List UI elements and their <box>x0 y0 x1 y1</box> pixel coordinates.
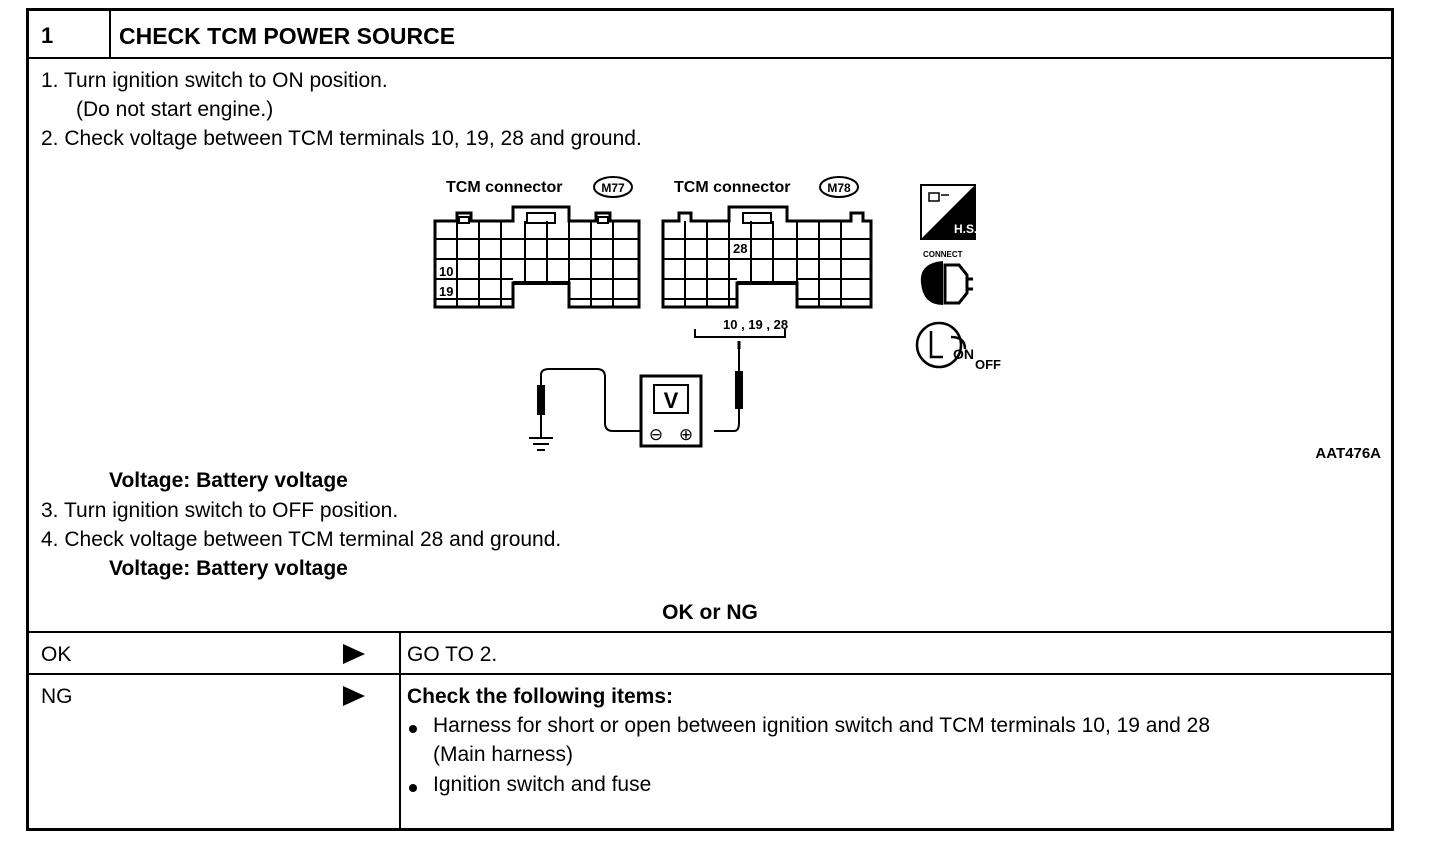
ok-arrow-icon <box>343 644 365 664</box>
voltmeter-minus: ⊖ <box>649 425 663 444</box>
hs-tester-icon: H.S. <box>920 184 977 240</box>
step-number: 1 <box>41 23 54 48</box>
connector-right-id-oval <box>819 176 859 198</box>
voltmeter-label: V <box>664 388 679 413</box>
voltage-spec-1: Voltage: Battery voltage <box>109 469 348 492</box>
connector-right-label: TCM connector <box>674 179 790 196</box>
ng-title: Check the following items: <box>407 685 674 708</box>
ng-bullet-2-icon <box>409 784 417 792</box>
voltmeter-plus: ⊕ <box>679 425 693 444</box>
figure-id: AAT476A <box>1315 445 1381 462</box>
connector-m78 <box>661 205 873 309</box>
ng-row-top-line <box>29 673 1391 675</box>
connector-right-id: M78 <box>827 181 851 195</box>
instruction-step-2: 2. Check voltage between TCM terminals 1… <box>41 127 642 150</box>
ok-or-ng-prompt: OK or NG <box>662 601 758 624</box>
connect-icon <box>920 261 973 305</box>
ng-label: NG <box>41 685 73 708</box>
connector-m77 <box>433 205 641 309</box>
ignition-off-label: OFF <box>975 357 1001 372</box>
svg-text:H.S.: H.S. <box>954 222 977 236</box>
step-title: CHECK TCM POWER SOURCE <box>119 23 456 49</box>
ng-item-1-line-2: (Main harness) <box>433 743 574 766</box>
connect-icon-label: CONNECT <box>923 250 963 259</box>
voltmeter <box>639 374 703 448</box>
probe-right <box>735 371 743 409</box>
pin-10: 10 <box>439 264 453 279</box>
instruction-step-1: 1. Turn ignition switch to ON position. <box>41 69 388 92</box>
ng-arrow-icon <box>343 686 365 706</box>
ng-item-2: Ignition switch and fuse <box>433 773 652 796</box>
terminals-bracket <box>694 329 786 338</box>
pin-19: 19 <box>439 284 453 299</box>
ignition-switch-icon <box>915 321 967 369</box>
ng-bullet-1-icon <box>409 725 417 733</box>
connector-diagram: TCM connector M77 TCM connector M78 10 1… <box>433 176 1381 462</box>
ok-label: OK <box>41 643 72 666</box>
header-divider <box>109 11 111 57</box>
voltage-spec-2: Voltage: Battery voltage <box>109 557 348 580</box>
pin-28: 28 <box>733 241 747 256</box>
instruction-step-4: 4. Check voltage between TCM terminal 28… <box>41 528 562 551</box>
probe-left <box>537 385 545 415</box>
connector-left-id: M77 <box>601 181 625 195</box>
instruction-step-3: 3. Turn ignition switch to OFF position. <box>41 499 399 522</box>
ng-item-1-line-1: Harness for short or open between igniti… <box>433 714 1211 737</box>
header-bottom-line <box>29 57 1391 59</box>
procedure-table: 1 CHECK TCM POWER SOURCE 1. Turn ignitio… <box>26 8 1394 831</box>
instruction-step-1-note: (Do not start engine.) <box>76 98 274 121</box>
connector-left-id-oval <box>593 176 633 198</box>
ok-action: GO TO 2. <box>407 643 498 666</box>
result-column-divider <box>399 631 401 831</box>
meter-wiring <box>529 349 740 451</box>
connector-left-label: TCM connector <box>446 179 562 196</box>
terminals-label: 10 , 19 , 28 <box>723 317 788 332</box>
ignition-on-label: ON <box>953 346 974 362</box>
ok-row-top-line <box>29 631 1391 633</box>
